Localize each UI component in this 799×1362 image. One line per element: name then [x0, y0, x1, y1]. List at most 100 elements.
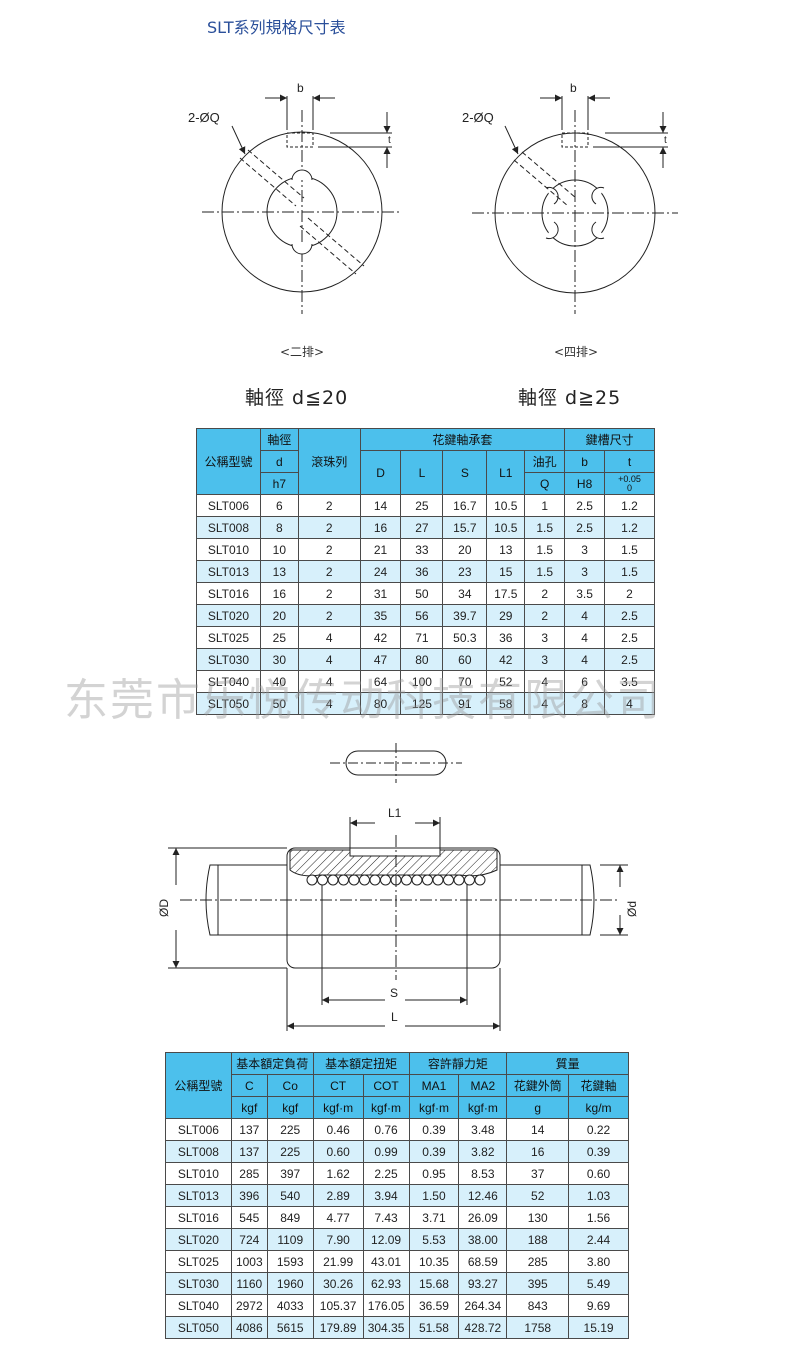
value-cell: 12.46: [458, 1184, 508, 1207]
value-cell: 47: [359, 648, 402, 671]
value-cell: 8.53: [458, 1162, 508, 1185]
value-cell: 0.39: [408, 1118, 460, 1141]
ball: [474, 874, 486, 886]
value-cell: 8: [259, 516, 299, 539]
value-cell: 3.80: [568, 1250, 629, 1273]
value-cell: 0.39: [408, 1140, 460, 1163]
value-cell: 43.01: [362, 1250, 410, 1273]
value-cell: 29: [486, 604, 526, 627]
label-q-right: 2-ØQ: [462, 110, 494, 125]
shaft-diameter-small: 軸徑 d≦20: [245, 387, 349, 409]
ball: [401, 874, 412, 886]
value-cell: 2: [297, 494, 361, 517]
value-cell: 1.5: [524, 538, 566, 561]
model-cell: SLT020: [165, 1228, 232, 1251]
table2-header-row3: kgf kgf kgf·m kgf·m kgf·m kgf·m g kg/m: [166, 1096, 629, 1119]
model-cell: SLT030: [165, 1272, 232, 1295]
value-cell: 4: [297, 648, 361, 671]
model-cell: SLT025: [165, 1250, 232, 1273]
value-cell: 3.82: [458, 1140, 508, 1163]
value-cell: 2: [524, 604, 566, 627]
value-cell: 0.39: [568, 1140, 629, 1163]
value-cell: 428.72: [458, 1316, 508, 1339]
table1-header-row2: d D L S L1 油孔 b t: [197, 450, 655, 495]
value-cell: 105.37: [312, 1294, 364, 1317]
value-cell: 34: [442, 582, 488, 605]
value-cell: 10.5: [486, 494, 526, 517]
label-t-right: t: [664, 135, 667, 146]
ball: [411, 874, 423, 886]
value-cell: 724: [230, 1228, 268, 1251]
ball: [327, 874, 339, 886]
value-cell: 1.5: [524, 560, 566, 583]
two-row-cross-section: [202, 94, 402, 314]
value-cell: 58: [486, 692, 526, 715]
ball: [422, 874, 433, 886]
ball: [432, 874, 444, 886]
value-cell: 14: [506, 1118, 570, 1141]
value-cell: 3.71: [408, 1206, 460, 1229]
value-cell: 179.89: [312, 1316, 364, 1339]
value-cell: 15.68: [408, 1272, 460, 1295]
tolerance-upper: +0.05: [618, 473, 641, 484]
ball: [317, 874, 328, 886]
value-cell: 1593: [266, 1250, 314, 1273]
value-cell: 397: [266, 1162, 314, 1185]
value-cell: 25: [259, 626, 299, 649]
model-cell: SLT040: [165, 1294, 232, 1317]
value-cell: 5.53: [408, 1228, 460, 1251]
value-cell: 1: [524, 494, 566, 517]
header-S: S: [442, 450, 488, 495]
unit-kgf: kgf: [266, 1096, 314, 1119]
header-C: C: [230, 1074, 268, 1097]
value-cell: 1.56: [568, 1206, 629, 1229]
four-row-cross-section: [472, 94, 678, 314]
unit-kgfm: kgf·m: [312, 1096, 364, 1119]
value-cell: 50.3: [442, 626, 488, 649]
value-cell: 188: [506, 1228, 570, 1251]
label-OD: ØD: [157, 899, 171, 917]
value-cell: 16: [359, 516, 402, 539]
value-cell: 51.58: [408, 1316, 460, 1339]
model-cell: SLT050: [196, 692, 261, 715]
ball: [380, 874, 391, 886]
value-cell: 3.5: [564, 582, 606, 605]
value-cell: 1758: [506, 1316, 570, 1339]
header-COT: COT: [362, 1074, 410, 1097]
value-cell: 2: [297, 516, 361, 539]
value-cell: 1.2: [604, 516, 655, 539]
value-cell: 35: [359, 604, 402, 627]
value-cell: 17.5: [486, 582, 526, 605]
header-ball-rows: 滾珠列: [297, 428, 361, 495]
value-cell: 1.50: [408, 1184, 460, 1207]
value-cell: 7.43: [362, 1206, 410, 1229]
value-cell: 1003: [230, 1250, 268, 1273]
label-L1: L1: [388, 806, 402, 820]
value-cell: 14: [359, 494, 402, 517]
value-cell: 60: [442, 648, 488, 671]
header-mass: 質量: [506, 1052, 629, 1075]
cross-section-figures: b t 2-ØQ b t 2-ØQ: [188, 81, 678, 314]
value-cell: 5615: [266, 1316, 314, 1339]
value-cell: 4: [604, 692, 655, 715]
value-cell: 10.5: [486, 516, 526, 539]
label-q-left: 2-ØQ: [188, 110, 220, 125]
value-cell: 285: [230, 1162, 268, 1185]
label-b-left: b: [297, 81, 304, 95]
value-cell: 130: [506, 1206, 570, 1229]
label-L: L: [391, 1010, 398, 1024]
value-cell: 4: [297, 692, 361, 715]
table1-header-row1: 公稱型號 軸徑 滾珠列 花鍵軸承套 鍵槽尺寸: [196, 428, 655, 495]
header-shaft: 軸徑: [259, 428, 299, 451]
